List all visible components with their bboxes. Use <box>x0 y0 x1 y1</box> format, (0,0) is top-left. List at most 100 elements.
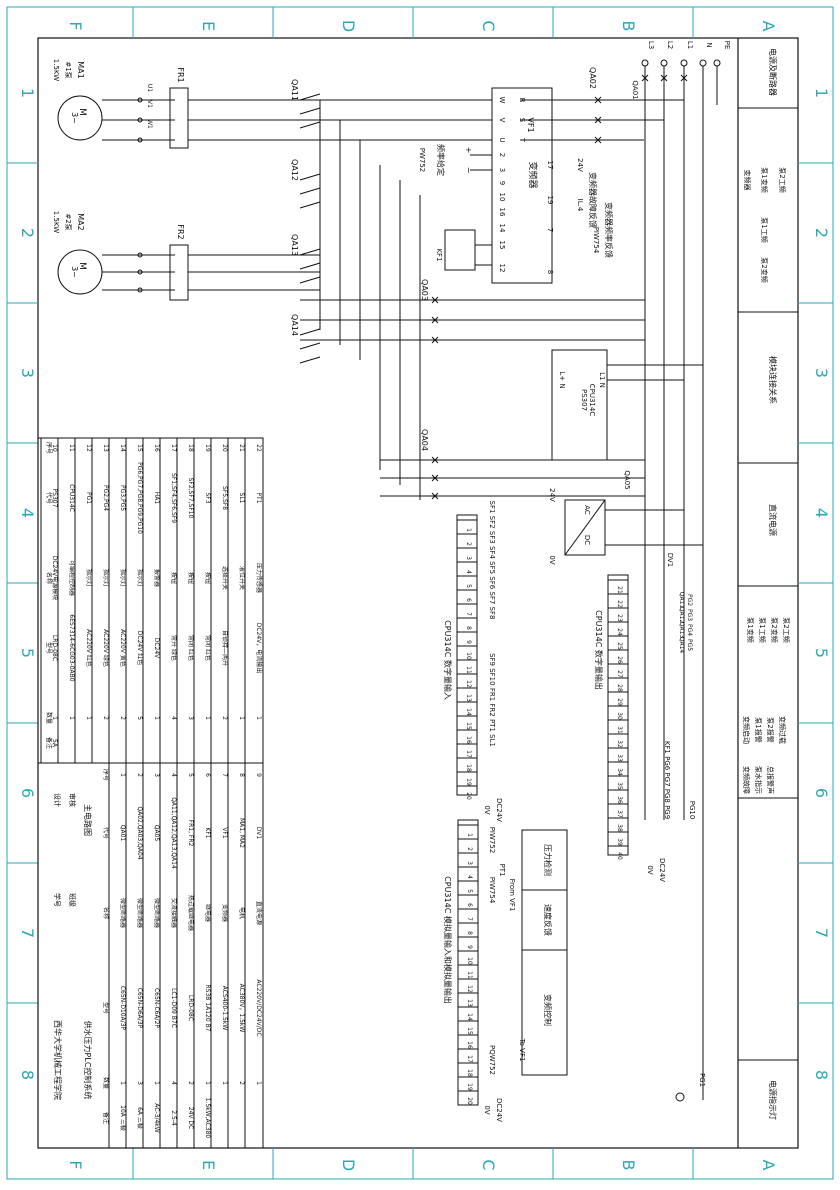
vfd-24v: 24V <box>576 158 584 172</box>
bom-top-model: AC220V 红色 <box>85 629 93 667</box>
bom-bot-n: 2 <box>136 773 143 777</box>
do-pin: 37 <box>616 810 623 818</box>
di-pin: 17 <box>465 750 472 758</box>
bom-top-qty: 1 <box>153 716 160 720</box>
wire <box>299 328 321 336</box>
vfd-terminal: T <box>518 137 526 143</box>
terminal <box>137 287 143 293</box>
bom-top-qty: 2 <box>102 716 109 720</box>
bom-top-model: DC24V <box>153 638 160 659</box>
bom-bot-n: 8 <box>238 773 245 777</box>
ai-dc24v: DC24V <box>495 1098 503 1122</box>
bar-dc: 直流电源 <box>768 504 778 536</box>
bom-bot-n: 7 <box>221 773 228 777</box>
bom-top-code: CPU314C <box>68 484 75 512</box>
pg1-label: PG1 <box>698 1073 706 1087</box>
motor-ma1 <box>57 95 103 141</box>
bar-pump2-line: 泵2工频 <box>778 167 787 192</box>
ai-pin: 16 <box>466 1041 473 1049</box>
bom-top-code: PT1 <box>255 492 262 503</box>
bom-top-name: 指示灯 <box>119 569 127 587</box>
bom-top-model: 常开 绿色 <box>170 635 178 661</box>
bom-bot-name: 直流电源 <box>255 901 263 925</box>
title-system: 供水压力PLC控制系统 <box>83 1021 93 1100</box>
do-labels: KF1 PG6 PG7 PG8 PG9 <box>663 741 671 819</box>
bom-bot-note: 6A 三极 <box>136 1107 144 1129</box>
bom-top-qty: 3 <box>187 716 194 720</box>
bom-bot-qty: 3 <box>136 1081 143 1085</box>
zone-letter-bottom: E <box>199 1160 218 1170</box>
zone-letter-top: A <box>759 21 778 32</box>
ai-pin: 17 <box>466 1055 473 1063</box>
mains-l2: L2 <box>666 41 674 49</box>
wire <box>299 93 321 101</box>
zone-number-right: 4 <box>812 508 831 518</box>
vfd-terminal: 8 <box>546 270 554 274</box>
do-pin: 21 <box>616 586 623 594</box>
zone-number-left: 6 <box>18 788 37 798</box>
bom-top-head: 数量 <box>45 712 53 724</box>
di-dc24v: DC24V <box>495 798 503 822</box>
wire <box>299 121 321 129</box>
mains-l1: L1 <box>686 41 694 49</box>
ai-ctrl: 变频控制 <box>543 994 553 1026</box>
vfd-terminal: 14 <box>498 224 506 233</box>
vfd-terminal: 2 <box>498 153 506 157</box>
zone-number-left: 8 <box>18 1070 37 1080</box>
ai-pin: 18 <box>466 1069 473 1077</box>
do-0v: 0V <box>646 865 654 874</box>
ctrl-box <box>521 949 568 1076</box>
bom-top-head: 代号 <box>45 492 53 504</box>
di-pin: 13 <box>465 694 472 702</box>
ai-piw752: PIW752 <box>488 827 496 854</box>
bom-bot-model: ACS400-1.5kW <box>221 986 228 1031</box>
breaker-qa01: QA01 <box>631 80 639 99</box>
motor-ma1-sub: #1泵 <box>64 61 72 78</box>
do-pin: 31 <box>616 726 623 734</box>
zone-number-right: 8 <box>812 1070 831 1080</box>
vfd-terminal: 15 <box>498 241 506 250</box>
bom-top-n: 14 <box>119 444 126 452</box>
zone-letter-bottom: C <box>479 1159 498 1170</box>
bom-top-n: 20 <box>221 444 228 452</box>
zone-letter-top: F <box>66 21 85 30</box>
zone-number-right: 1 <box>812 88 831 98</box>
di-pin: 14 <box>465 708 472 716</box>
di-pin: 16 <box>465 736 472 744</box>
bom-top-qty: 1 <box>51 716 58 720</box>
bom-bot-note: 1.5kW,AC380 <box>204 1098 211 1139</box>
bom-bot-model: LC1-D09 B7C <box>170 988 177 1028</box>
bom-top-code: PS307 <box>51 489 58 508</box>
terminal <box>137 252 143 258</box>
di-pin: 6 <box>465 598 472 602</box>
di-pin: 20 <box>465 792 472 800</box>
di-pin: 19 <box>465 778 472 786</box>
wire <box>299 276 321 284</box>
do-qa-label: PG2 <box>686 594 693 606</box>
bom-bot-n: 3 <box>153 773 160 777</box>
title-sid: 学号 <box>53 893 62 907</box>
zone-number-left: 7 <box>18 928 37 938</box>
motor-ma1-power: 1.5KW <box>52 59 60 81</box>
vfd-terminal: U <box>498 137 506 142</box>
bom-bot-model: AC220V/DC24V/DC <box>255 979 262 1036</box>
bom-top-n: 11 <box>68 444 75 452</box>
di-pin: 9 <box>465 640 472 644</box>
di-pin: 1 <box>465 528 472 532</box>
bar-pump1-line: 泵1工频 <box>760 217 769 242</box>
di-pin: 12 <box>465 680 472 688</box>
do-pin: 24 <box>616 628 623 636</box>
motor-ma2 <box>57 249 103 295</box>
vfd-terminal: 10 <box>498 193 506 202</box>
ai-pin: 9 <box>466 945 473 949</box>
bom-top-model: 6ES7314-6CG03-0AB0 <box>68 614 75 681</box>
di-pin: 7 <box>465 612 472 616</box>
do-pin: 28 <box>616 684 623 692</box>
bom-top-name: 选择开关 <box>221 566 229 590</box>
motor-ma1-u: U1 <box>146 84 153 92</box>
ai-pin: 20 <box>466 1097 473 1105</box>
bom-top-n: 13 <box>102 444 109 452</box>
zone-letter-top: B <box>619 21 638 32</box>
bom-bot-head: 备注 <box>102 1112 110 1124</box>
